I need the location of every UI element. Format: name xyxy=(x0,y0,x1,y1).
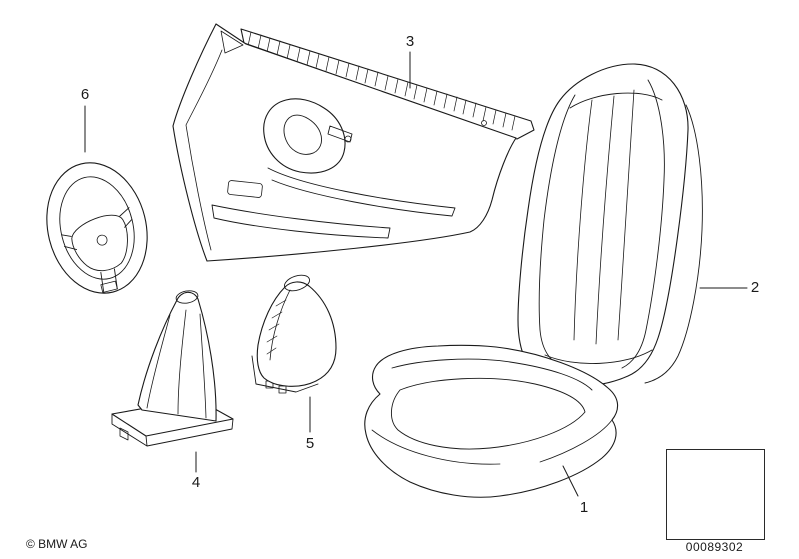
callout-2[interactable]: 2 xyxy=(750,279,760,296)
door-panel-drawing xyxy=(172,23,535,262)
stamp-box xyxy=(666,449,765,540)
callout-1[interactable]: 1 xyxy=(579,499,589,516)
drawing-number: 00089302 xyxy=(685,540,744,554)
gearshift-boot-drawing xyxy=(111,290,234,447)
seat-cushion-drawing xyxy=(364,344,619,498)
callout-4[interactable]: 4 xyxy=(191,474,201,491)
callout-3[interactable]: 3 xyxy=(405,33,415,50)
steering-wheel-drawing xyxy=(46,162,148,294)
callout-6[interactable]: 6 xyxy=(80,86,90,103)
seat-backrest-drawing xyxy=(517,63,703,387)
callout-5[interactable]: 5 xyxy=(305,435,315,452)
leader-lines xyxy=(84,51,748,497)
copyright: © BMW AG xyxy=(26,537,88,551)
handbrake-boot-drawing xyxy=(251,274,337,394)
